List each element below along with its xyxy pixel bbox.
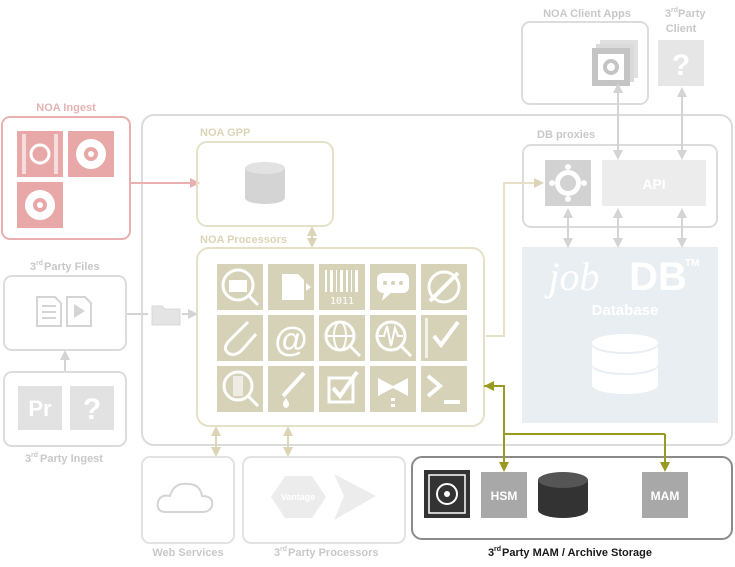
- api-box: [602, 160, 706, 206]
- svg-text:3: 3: [30, 261, 36, 273]
- premiere-icon: [18, 386, 62, 430]
- noa-client-apps-label: NOA Client Apps: [543, 8, 631, 20]
- svg-text:3: 3: [25, 453, 31, 465]
- third-party-ingest-box: [3, 371, 127, 447]
- film-search-icon: [217, 366, 263, 412]
- paperclip-icon: [217, 315, 263, 361]
- svg-text:3: 3: [665, 8, 671, 20]
- chat-bubble-icon: [370, 264, 416, 310]
- vantage-label: Vantage: [281, 492, 316, 502]
- api-label: API: [642, 176, 665, 192]
- web-services-label: Web Services: [152, 547, 223, 559]
- third-party-files-box: [3, 275, 127, 351]
- folder-icon: [148, 304, 182, 326]
- no-connection-icon: [421, 264, 467, 310]
- third-party-client-line2: Client: [666, 23, 697, 35]
- document-icon: [36, 296, 62, 327]
- web-services-box: [141, 456, 235, 544]
- jobdb-db-text: DB: [629, 255, 687, 299]
- third-party-client-sup: rd: [671, 7, 678, 14]
- svg-text:3: 3: [488, 547, 494, 559]
- tape-drive-icon: [424, 470, 470, 518]
- folder-search-icon: [217, 264, 263, 310]
- vantage-icon: [271, 476, 326, 518]
- noa-processors-group: NOA Processors 1011: [196, 234, 485, 427]
- noa-processors-label: NOA Processors: [200, 234, 287, 246]
- waveform-search-icon: [370, 315, 416, 361]
- barcode-icon: 1011: [319, 264, 365, 310]
- third-party-files-group: 3 rd Party Files: [3, 260, 127, 351]
- third-party-mam-label: Party MAM / Archive Storage: [502, 547, 652, 559]
- third-party-mam-group: HSM MAM 3 rd Party MAM / Archive Storage: [411, 456, 733, 559]
- third-party-files-label: Party Files: [44, 261, 100, 273]
- third-party-client-group: 3 rd Party Client ?: [658, 7, 706, 86]
- unknown-app-icon: [70, 386, 114, 430]
- third-party-client-icon: [658, 40, 704, 86]
- noa-ingest-group: NOA Ingest: [1, 102, 131, 240]
- terminal-icon: [421, 366, 467, 412]
- client-apps-icon: [592, 40, 638, 86]
- web-services-group: Web Services: [141, 456, 235, 559]
- database-stack-icon: [592, 334, 658, 394]
- noa-client-apps-group: NOA Client Apps: [521, 8, 649, 105]
- noa-ingest-box: [1, 116, 131, 240]
- database-icon: [245, 162, 285, 204]
- disc-icon: [68, 131, 114, 177]
- dropper-icon: [268, 366, 314, 412]
- binary-text: 1011: [330, 296, 354, 307]
- third-party-processors-label: Party Processors: [288, 547, 379, 559]
- play-logo-icon: [334, 474, 376, 520]
- noa-gpp-label: NOA GPP: [200, 127, 250, 139]
- storage-cylinder-icon: [538, 472, 588, 518]
- db-proxies-group: DB proxies API: [522, 129, 718, 228]
- svg-text:rd: rd: [280, 546, 287, 553]
- gear-icon: [545, 160, 591, 206]
- svg-text:?: ?: [83, 393, 101, 426]
- file-arrow-icon: [268, 264, 314, 310]
- platform-frame: [141, 114, 733, 446]
- noa-client-apps-box: [521, 21, 649, 105]
- bowtie-icon: [370, 366, 416, 412]
- third-party-processors-group: Vantage 3 rd Party Processors: [242, 456, 406, 559]
- processors-proxy-arrow: [486, 178, 544, 337]
- svg-text:@: @: [274, 321, 307, 359]
- mam-label: MAM: [651, 489, 680, 503]
- film-disc-icon: [17, 131, 63, 177]
- database-label: Database: [592, 302, 659, 319]
- hsm-label: HSM: [491, 489, 518, 503]
- checkbox-icon: [319, 366, 365, 412]
- noa-processors-box: [196, 247, 485, 427]
- third-party-processors-box: [242, 456, 406, 544]
- globe-search-icon: [319, 315, 365, 361]
- jobdb-job-text: job: [543, 254, 599, 299]
- reel-disc-icon: [17, 182, 63, 228]
- svg-text:rd: rd: [494, 546, 501, 553]
- svg-text:3: 3: [274, 547, 280, 559]
- third-party-mam-box: [411, 456, 733, 540]
- svg-text:Pr: Pr: [28, 396, 52, 421]
- question-icon: ?: [672, 49, 690, 82]
- jobdb-group: job DB TM Database: [522, 247, 718, 423]
- third-party-ingest-group: Pr ? 3 rd Party Ingest: [3, 371, 127, 465]
- noa-gpp-box: [196, 141, 334, 227]
- cloud-icon: [156, 482, 214, 513]
- svg-text:rd: rd: [36, 260, 43, 267]
- jobdb-tm-text: TM: [685, 258, 699, 269]
- noa-gpp-group: NOA GPP: [196, 127, 334, 227]
- third-party-ingest-label: Party Ingest: [40, 453, 103, 465]
- third-party-client-line1: Party: [678, 8, 706, 20]
- db-proxies-label: DB proxies: [537, 129, 595, 141]
- at-sign-icon: @: [268, 315, 314, 361]
- film-check-icon: [421, 315, 467, 361]
- noa-ingest-label: NOA Ingest: [36, 102, 96, 114]
- mam-box: [642, 472, 688, 518]
- svg-text:rd: rd: [31, 452, 38, 459]
- video-file-icon: [66, 296, 92, 327]
- hsm-box: [481, 472, 527, 518]
